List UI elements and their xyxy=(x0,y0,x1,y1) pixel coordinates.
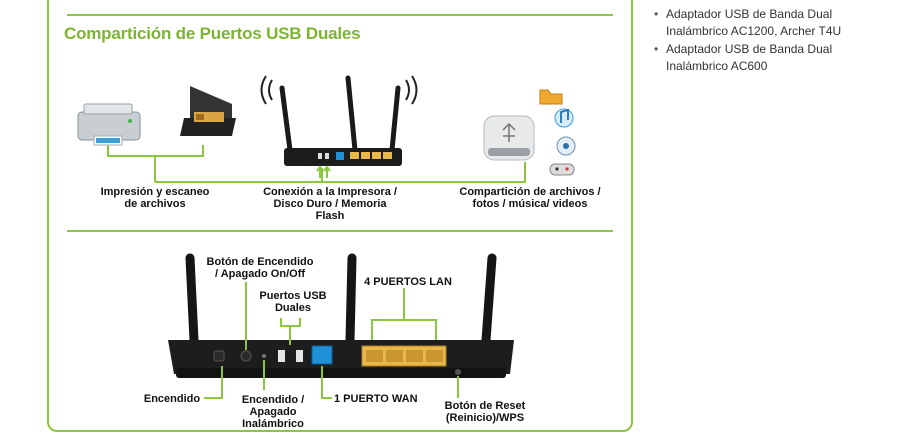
middle-divider xyxy=(67,230,613,232)
label-usb-ports-line2: Duales xyxy=(274,302,312,314)
label-reset-button: Botón de Reset (Reinicio)/WPS xyxy=(432,400,538,424)
label-print-scan: Impresión y escaneo de archivos xyxy=(80,186,230,210)
label-power-button: Botón de Encendido / Apagado On/Off xyxy=(196,256,324,280)
label-wireless-line1: Encendido / xyxy=(241,394,305,406)
label-connection-line2: Disco Duro / Memoria xyxy=(273,198,387,210)
label-connection-line1: Conexión a la Impresora / xyxy=(263,186,397,198)
router-back-view xyxy=(168,253,514,378)
label-lan-ports: 4 PUERTOS LAN xyxy=(364,276,452,288)
label-usb-ports: Puertos USB Duales xyxy=(250,290,336,314)
label-reset-line1: Botón de Reset xyxy=(444,400,526,412)
label-file-sharing-line2: fotos / música/ videos xyxy=(472,198,588,210)
label-wireless-switch: Encendido / Apagado Inalámbrico xyxy=(228,394,318,430)
router-top-icon xyxy=(260,75,418,178)
related-product-link[interactable]: Adaptador USB de Banda Dual Inalámbrico … xyxy=(652,6,892,40)
music-icon xyxy=(554,108,574,128)
label-connection-line3: Flash xyxy=(315,210,345,222)
usb-drive-icon xyxy=(483,115,535,161)
label-print-scan-line1: Impresión y escaneo xyxy=(100,186,210,198)
label-file-sharing-line1: Compartición de archivos / xyxy=(459,186,601,198)
section-title: Compartición de Puertos USB Duales xyxy=(64,24,361,43)
label-usb-ports-line1: Puertos USB xyxy=(259,290,327,302)
label-printer-disk-connection: Conexión a la Impresora / Disco Duro / M… xyxy=(248,186,412,222)
label-reset-line2: (Reinicio)/WPS xyxy=(445,412,525,424)
label-wireless-line3: Inalámbrico xyxy=(242,418,304,430)
related-products-list: Adaptador USB de Banda Dual Inalámbrico … xyxy=(652,6,892,76)
label-file-sharing: Compartición de archivos / fotos / músic… xyxy=(450,186,610,210)
feature-panel xyxy=(47,0,633,432)
label-power-button-line2: / Apagado On/Off xyxy=(214,268,306,280)
printer-icon xyxy=(77,103,141,146)
top-divider xyxy=(67,14,613,16)
label-wan-port: 1 PUERTO WAN xyxy=(334,393,418,405)
scanner-icon xyxy=(180,86,236,136)
gamepad-icon xyxy=(549,163,575,176)
label-print-scan-line2: de archivos xyxy=(124,198,186,210)
label-wireless-line2: Apagado xyxy=(249,406,297,418)
related-product-link[interactable]: Adaptador USB de Banda Dual Inalámbrico … xyxy=(652,41,892,75)
label-power-button-line1: Botón de Encendido xyxy=(206,256,314,268)
folder-icon xyxy=(539,89,563,105)
video-icon xyxy=(556,136,576,156)
label-power: Encendido xyxy=(143,393,201,405)
